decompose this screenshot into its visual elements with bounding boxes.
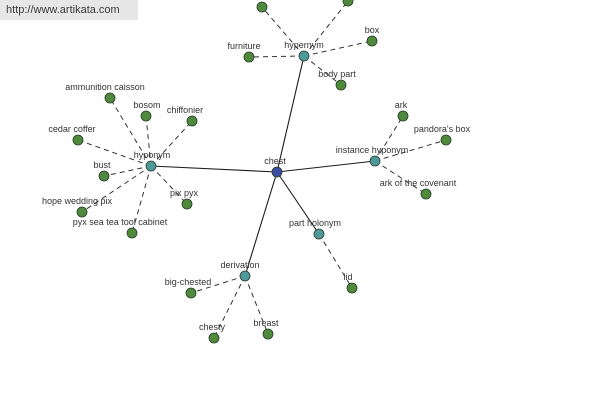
label-box: box xyxy=(365,25,380,35)
edge-hypernym-furniture xyxy=(248,55,305,58)
edge-hyponym-chiffonier xyxy=(150,120,193,167)
edge-chest-derivation xyxy=(244,171,278,277)
edge-hypernym-top-2 xyxy=(303,0,349,57)
edge-hyponym-bust xyxy=(103,165,152,177)
node-top-2[interactable] xyxy=(342,0,354,7)
label-pyx-sea-tea-tool-cabinet: pyx sea tea tool cabinet xyxy=(73,217,168,227)
node-body-part[interactable] xyxy=(335,79,347,91)
label-big-chested: big-chested xyxy=(165,277,212,287)
edge-chest-part-holonym xyxy=(276,171,320,235)
label-hope-wedding-pix: hope wedding pix xyxy=(42,196,113,206)
label-lid: lid xyxy=(343,272,352,282)
edge-derivation-chesty xyxy=(213,275,246,339)
graph-labels: furniture box body part hypernym ammunition … xyxy=(42,25,471,332)
edge-part-holonym-lid xyxy=(318,233,353,289)
label-chesty: chesty xyxy=(199,322,226,332)
node-derivation[interactable] xyxy=(239,270,251,282)
node-pix-pyx[interactable] xyxy=(181,198,193,210)
label-cedar-coffer: cedar coffer xyxy=(48,124,95,134)
node-ark-of-the-covenant[interactable] xyxy=(420,188,432,200)
edge-hypernym-body-part xyxy=(303,55,342,86)
node-lid[interactable] xyxy=(346,282,358,294)
edge-instance-hyponym-pandoras-box xyxy=(374,139,447,162)
edge-hyponym-pix-pyx xyxy=(150,165,188,205)
label-ark: ark xyxy=(395,100,408,110)
node-ammunition-caisson[interactable] xyxy=(104,92,116,104)
edge-instance-hyponym-ark-of-the-covenant xyxy=(374,160,427,195)
node-furniture[interactable] xyxy=(243,51,255,63)
label-pix-pyx: pix pyx xyxy=(170,188,199,198)
edge-hyponym-hope-wedding-pix xyxy=(81,165,152,213)
node-cedar-coffer[interactable] xyxy=(72,134,84,146)
edge-hyponym-ammunition-caisson xyxy=(109,97,152,167)
label-chiffonier: chiffonier xyxy=(167,105,203,115)
node-chest[interactable] xyxy=(271,166,283,178)
node-chesty[interactable] xyxy=(208,332,220,344)
node-hyponym[interactable] xyxy=(145,160,157,172)
label-derivation: derivation xyxy=(220,260,259,270)
label-instance-hyponym: instance hyponym xyxy=(336,145,409,155)
node-big-chested[interactable] xyxy=(185,287,197,299)
label-ark-of-the-covenant: ark of the covenant xyxy=(380,178,457,188)
node-hope-wedding-pix[interactable] xyxy=(76,206,88,218)
label-furniture: furniture xyxy=(227,41,260,51)
label-pandoras-box: pandora's box xyxy=(414,124,471,134)
node-hypernym[interactable] xyxy=(298,50,310,62)
edge-chest-hyponym xyxy=(150,165,278,173)
node-bust[interactable] xyxy=(98,170,110,182)
node-top-1[interactable] xyxy=(256,1,268,13)
node-chiffonier[interactable] xyxy=(186,115,198,127)
node-instance-hyponym[interactable] xyxy=(369,155,381,167)
edge-hyponym-pyx-sea-tea-tool-cabinet xyxy=(131,165,152,234)
watermark-link[interactable]: http://www.artikata.com xyxy=(0,0,138,20)
edge-chest-instance-hyponym xyxy=(276,160,376,173)
label-chest: chest xyxy=(264,156,286,166)
label-bosom: bosom xyxy=(133,100,160,110)
edge-hypernym-top-1 xyxy=(261,6,305,57)
graph-nodes xyxy=(72,0,452,344)
label-body-part: body part xyxy=(318,69,356,79)
node-pandoras-box[interactable] xyxy=(440,134,452,146)
node-pyx-sea-tea-tool-cabinet[interactable] xyxy=(126,227,138,239)
label-bust: bust xyxy=(93,160,111,170)
node-breast[interactable] xyxy=(262,328,274,340)
edge-derivation-big-chested xyxy=(190,275,246,294)
edge-hypernym-box xyxy=(303,40,373,57)
node-box[interactable] xyxy=(366,35,378,47)
label-hypernym: hypernym xyxy=(284,40,324,50)
node-part-holonym[interactable] xyxy=(313,228,325,240)
label-ammunition-caisson: ammunition caisson xyxy=(65,82,145,92)
node-ark[interactable] xyxy=(397,110,409,122)
label-part-holonym: part holonym xyxy=(289,218,341,228)
edge-chest-hypernym xyxy=(276,55,305,173)
edge-derivation-breast xyxy=(244,275,269,335)
graph-edges xyxy=(77,0,447,339)
node-bosom[interactable] xyxy=(140,110,152,122)
edge-hyponym-cedar-coffer xyxy=(77,139,152,167)
label-breast: breast xyxy=(253,318,279,328)
label-hyponym: hyponym xyxy=(134,150,171,160)
